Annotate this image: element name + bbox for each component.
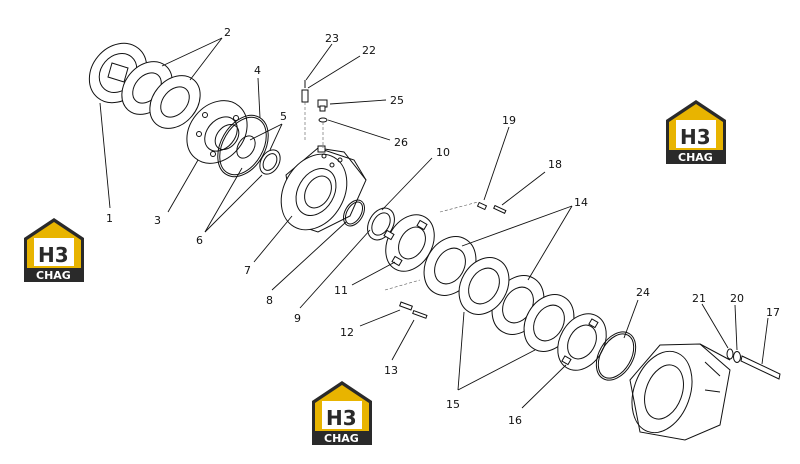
part-11-piston — [383, 214, 435, 272]
part-25-plug — [317, 99, 328, 112]
callout-6: 6 — [196, 234, 203, 247]
logo-caption: CHAG — [678, 151, 713, 164]
logo-mark: H3 — [38, 243, 69, 267]
part-7-housing — [280, 145, 367, 233]
logo-watermark-bottom: H3 CHAG — [312, 381, 372, 445]
callout-7: 7 — [244, 264, 251, 277]
logo-watermark-left: H3 CHAG — [24, 218, 84, 282]
part-24-snap-ring — [595, 331, 637, 381]
callout-10: 10 — [436, 146, 450, 159]
callout-1: 1 — [106, 212, 113, 225]
callout-21: 21 — [692, 292, 706, 305]
logo-watermark-top-right: H3 CHAG — [666, 100, 726, 164]
logo-mark: H3 — [326, 406, 357, 430]
logo-mark: H3 — [680, 125, 711, 149]
callout-15: 15 — [446, 398, 460, 411]
callout-22: 22 — [362, 44, 376, 57]
callout-13: 13 — [384, 364, 398, 377]
callout-26: 26 — [394, 136, 408, 149]
axle-housing — [629, 343, 731, 441]
part-15-steel-plates — [458, 257, 575, 352]
callout-labels: 1 2 3 4 5 6 7 8 9 10 11 12 13 14 15 16 1… — [106, 26, 780, 427]
callout-12: 12 — [340, 326, 354, 339]
callout-2: 2 — [224, 26, 231, 39]
callout-3: 3 — [154, 214, 161, 227]
part-26-washer — [318, 117, 328, 148]
callout-20: 20 — [730, 292, 744, 305]
part-16-pressure-plate — [557, 313, 607, 371]
callout-23: 23 — [325, 32, 339, 45]
part-17-bolt — [740, 355, 781, 380]
part-2-shims — [121, 61, 201, 129]
part-5-seal-rings — [236, 135, 281, 175]
part-19-pin — [439, 201, 488, 213]
callout-25: 25 — [390, 94, 404, 107]
callout-17: 17 — [766, 306, 780, 319]
callout-9: 9 — [294, 312, 301, 325]
callout-24: 24 — [636, 286, 650, 299]
part-20-nut — [733, 351, 741, 363]
callout-8: 8 — [266, 294, 273, 307]
callout-16: 16 — [508, 414, 522, 427]
logo-caption: CHAG — [36, 269, 71, 282]
part-21-washer — [726, 348, 734, 360]
callout-5: 5 — [280, 110, 287, 123]
callout-18: 18 — [548, 158, 562, 171]
callout-4: 4 — [254, 64, 261, 77]
leader-lines — [99, 37, 769, 409]
logo-caption: CHAG — [324, 432, 359, 445]
part-22-23-fittings — [301, 80, 309, 140]
part-18-pin — [493, 204, 507, 215]
part-3-flange-hub — [186, 100, 248, 164]
part-13-bolt — [412, 310, 428, 319]
callout-11: 11 — [334, 284, 348, 297]
callout-19: 19 — [502, 114, 516, 127]
part-12-spring — [384, 279, 421, 311]
callout-14: 14 — [574, 196, 588, 209]
part-9-ring — [343, 199, 365, 227]
